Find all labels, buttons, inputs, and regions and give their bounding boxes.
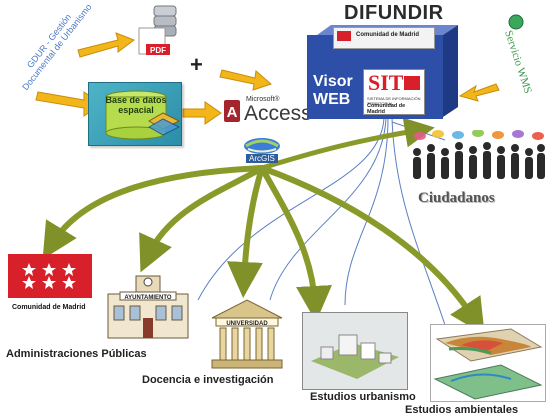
terrain-map-icon (433, 328, 543, 400)
ayuntamiento-sign: AYUNTAMIENTO (124, 295, 172, 301)
speech-bubbles (414, 129, 544, 140)
plus-sign: + (190, 52, 203, 77)
citizens-label: Ciudadanos (418, 190, 495, 206)
sit-logo-text: SIT (368, 70, 404, 95)
blue-line-to-ayuntamiento (197, 117, 385, 301)
arcgis-label: ArcGIS (246, 154, 278, 163)
database-label: Base de datos espacial (105, 95, 167, 115)
access-key-icon: A (224, 100, 240, 122)
spatial-database-box: Base de datos espacial (88, 82, 182, 146)
olive-arrows (42, 117, 485, 336)
sit-org: Comunidad de Madrid (367, 103, 406, 115)
people-icon (413, 129, 545, 179)
wms-globe-icon (508, 14, 524, 30)
wms-badge: Servicio WMS (486, 14, 546, 104)
visor-screen: Comunidad de Madrid (333, 27, 435, 49)
sit-caption: SISTEMA DE INFORMACIÓN TERRITORIAL (367, 96, 421, 106)
olive-arrow-to-urbanismo (259, 165, 332, 322)
visor-title: Visor WEB (313, 73, 353, 109)
ayuntamiento-building-icon: AYUNTAMIENTO (107, 275, 189, 339)
arcgis-logo: ArcGIS (240, 134, 284, 164)
madrid-flag (8, 254, 92, 298)
madrid-caption: Comunidad de Madrid (12, 304, 86, 311)
arrow-pdf-to-visor (219, 69, 272, 91)
target-label-ambientales: Estudios ambientales (405, 404, 519, 416)
access-logo: A Microsoft® Access (222, 96, 312, 130)
gdu-badge: GDUR - Gestión Documental de Urbanismo (6, 2, 93, 92)
sit-flag-icon (404, 76, 420, 90)
citizens-crowd (408, 129, 550, 184)
pdf-server-icon: PDF (138, 5, 177, 55)
blue-line-to-urbanismo (344, 117, 389, 306)
visor-title-line2: WEB (313, 91, 351, 108)
madrid-stars-icon (22, 263, 76, 289)
sit-logo: SIT SISTEMA DE INFORMACIÓN TERRITORIAL C… (363, 69, 425, 115)
arcgis-globe-icon (244, 138, 280, 154)
blue-line-to-universidad (269, 117, 387, 301)
olive-arrow-to-administraciones (42, 165, 265, 260)
target-label-docencia: Docencia e investigación (142, 374, 274, 386)
visor-web-box[interactable]: Comunidad de Madrid Visor WEB SIT SISTEM… (303, 25, 458, 121)
ambientales-terrain (430, 324, 546, 402)
universidad-sign: UNIVERSIDAD (226, 321, 268, 327)
access-label: Access (244, 102, 312, 125)
access-brand: Microsoft® (246, 96, 280, 103)
pdf-text: PDF (150, 46, 166, 55)
layers-icon (147, 112, 181, 136)
screen-flag-icon (337, 31, 351, 41)
olive-arrow-to-universidad (226, 165, 265, 298)
arrow-gdu-to-pdf (77, 32, 136, 58)
arrow-wms-to-visor (458, 83, 500, 102)
universidad-building-icon: UNIVERSIDAD (211, 299, 283, 369)
urbanismo-render (302, 312, 408, 390)
arrow-database-to-access (182, 101, 222, 125)
visor-title-line1: Visor (313, 73, 353, 90)
target-label-urbanismo: Estudios urbanismo (310, 391, 416, 403)
madrid-logo: Comunidad de Madrid (8, 254, 92, 318)
svg-text:A: A (227, 104, 238, 121)
olive-arrow-to-ciudadanos (259, 117, 435, 171)
yellow-arrows (35, 32, 500, 125)
diagram-title: DIFUNDIR (344, 2, 444, 24)
gdu-label: GDUR - Gestión Documental de Urbanismo (20, 2, 94, 93)
screen-org: Comunidad de Madrid (356, 32, 419, 38)
urban-model-icon (303, 313, 407, 389)
target-label-administraciones: Administraciones Públicas (6, 348, 147, 360)
olive-arrow-to-ayuntamiento (139, 165, 265, 273)
olive-arrow-to-ambientales (259, 165, 485, 336)
blue-line-to-ambientales (391, 117, 446, 326)
